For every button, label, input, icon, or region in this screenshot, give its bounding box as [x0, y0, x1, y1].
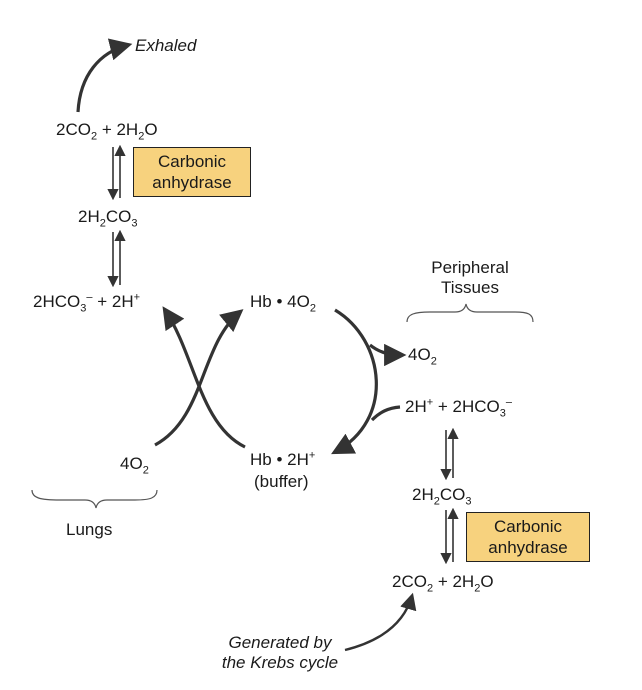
hb-oxy: Hb • 4O2 — [250, 292, 316, 315]
lung-enzyme-line2: anhydrase — [152, 173, 232, 192]
lung-enzyme-line1: Carbonic — [157, 152, 227, 171]
tissues-label-line1: Peripheral — [431, 258, 509, 277]
cross-arrow-to-hb-o2 — [154, 309, 244, 447]
tissue-loop-arrow — [331, 308, 378, 455]
tissue-o2: 4O2 — [408, 345, 437, 368]
krebs-label-line2: the Krebs cycle — [221, 653, 339, 672]
tissues-label-line2: Tissues — [441, 278, 499, 297]
lung-enzyme-box: Carbonic anhydrase — [133, 147, 251, 197]
lungs-label: Lungs — [66, 520, 113, 539]
lung-hco3-h: 2HCO3– + 2H+ — [33, 291, 141, 315]
tissue-enzyme-line2: anhydrase — [488, 538, 568, 557]
tissue-h2co3: 2H2CO3 — [412, 485, 472, 508]
tissue-h-hco3: 2H+ + 2HCO3– — [405, 396, 513, 420]
o2-release-arrow — [369, 343, 407, 367]
lung-h2co3: 2H2CO3 — [78, 207, 138, 230]
hb-protonated: Hb • 2H+ — [250, 449, 316, 469]
krebs-label: Generated by the Krebs cycle — [200, 633, 360, 673]
exhaled-arrow — [76, 38, 133, 113]
tissues-brace — [406, 303, 534, 323]
lung-o2: 4O2 — [120, 454, 149, 477]
exhaled-label: Exhaled — [135, 36, 197, 55]
tissue-co2-h2o: 2CO2 + 2H2O — [392, 572, 494, 595]
hb-buffer-label: (buffer) — [254, 472, 309, 491]
tissues-label: Peripheral Tissues — [418, 258, 522, 298]
tissue-enzyme-line1: Carbonic — [493, 517, 563, 536]
lung-co2-h2o: 2CO2 + 2H2O — [56, 120, 158, 143]
h-join-line — [370, 405, 401, 422]
krebs-label-line1: Generated by — [228, 633, 332, 652]
tissue-enzyme-box: Carbonic anhydrase — [466, 512, 590, 562]
krebs-arrow — [344, 592, 417, 652]
lungs-brace — [31, 489, 158, 509]
